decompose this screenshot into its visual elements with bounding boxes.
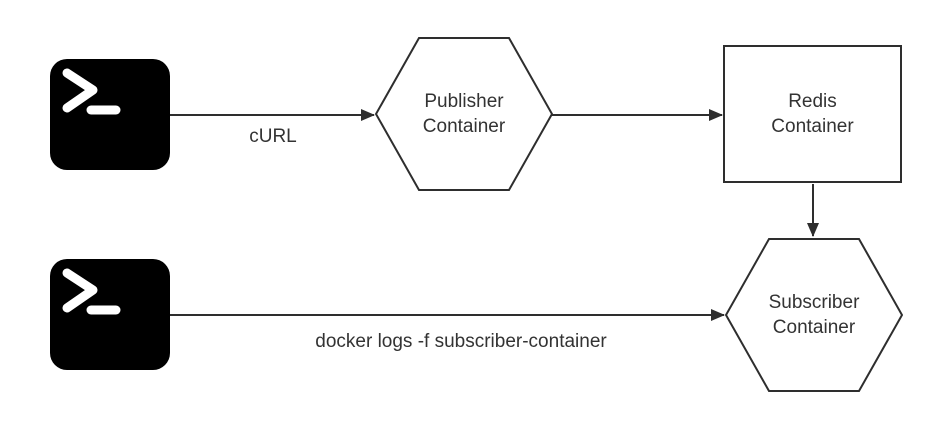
node-label: Subscriber Container — [768, 292, 860, 338]
node-label: Publisher Container — [422, 91, 506, 137]
terminal-icon — [50, 259, 170, 370]
node-subscriber-container: Subscriber Container — [725, 238, 903, 392]
terminal-chevron-icon — [62, 268, 98, 313]
terminal-icon — [50, 59, 170, 170]
edge-label-docker-logs: docker logs -f subscriber-container — [315, 331, 607, 352]
node-redis-container: Redis Container — [723, 45, 902, 183]
hexagon-shape — [375, 37, 553, 191]
hexagon-shape — [725, 238, 903, 392]
edge-label-curl: cURL — [249, 126, 297, 147]
node-publisher-container: Publisher Container — [375, 37, 553, 191]
terminal-chevron-icon — [62, 68, 98, 113]
